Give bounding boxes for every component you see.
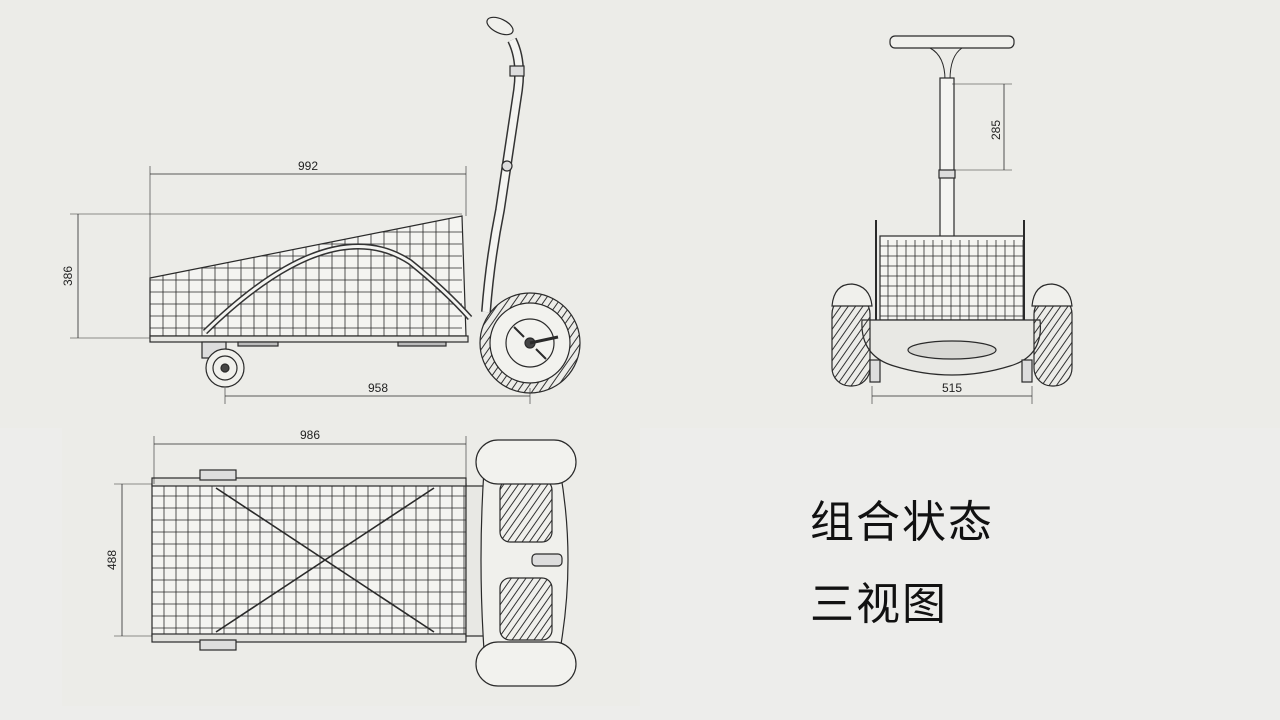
top-wheel-lower xyxy=(475,641,577,687)
top-basket xyxy=(151,483,467,637)
title-three-views: 三视图 xyxy=(810,579,948,630)
dim-top-width: 488 xyxy=(105,550,119,570)
front-handlebar xyxy=(889,35,1015,49)
front-wheel-left xyxy=(831,295,871,387)
side-view xyxy=(70,16,581,404)
side-base-rail xyxy=(149,335,469,343)
top-footpad-upper xyxy=(499,479,553,543)
top-brace-b xyxy=(215,487,435,633)
top-view xyxy=(114,436,577,687)
front-wheel-right xyxy=(1033,295,1073,387)
dim-side-length: 992 xyxy=(298,159,318,173)
side-basket-grid xyxy=(150,218,462,336)
front-basket xyxy=(879,235,1025,321)
top-wheel-upper xyxy=(475,439,577,485)
front-view xyxy=(831,35,1073,404)
dim-side-wheelbase: 958 xyxy=(368,381,388,395)
dim-side-height: 386 xyxy=(61,266,75,286)
dim-front-width: 515 xyxy=(942,381,962,395)
top-basket-grid xyxy=(152,486,466,634)
top-footpad-lower xyxy=(499,577,553,641)
title-combined-state: 组合状态 xyxy=(810,497,994,548)
dim-top-length: 986 xyxy=(300,428,320,442)
dim-front-handle: 285 xyxy=(989,120,1003,140)
side-handle-grip xyxy=(486,16,514,36)
